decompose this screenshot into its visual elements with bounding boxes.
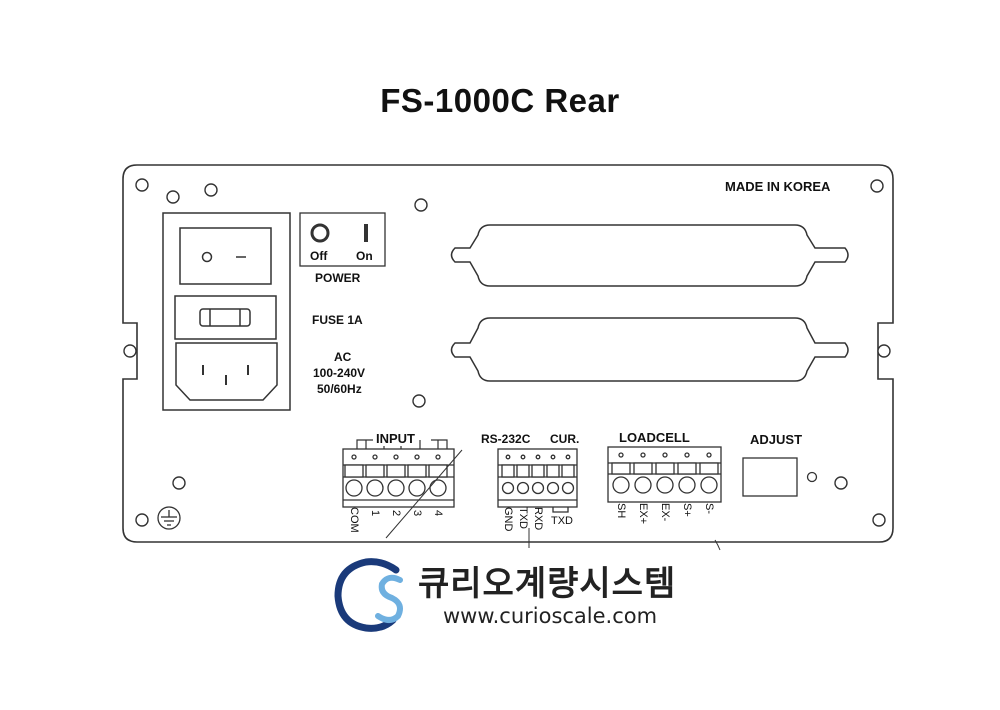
rs232c-pin-txd: TXD xyxy=(517,507,529,529)
fuse-label: FUSE 1A xyxy=(312,313,363,327)
ac-label: AC xyxy=(334,350,352,364)
input-terminal-block xyxy=(342,448,455,508)
adjust-label: ADJUST xyxy=(750,432,803,447)
dsub-connector-upper xyxy=(450,224,849,287)
loadcell-title: LOADCELL xyxy=(619,430,690,445)
power-off-label: Off xyxy=(310,249,328,263)
ac-voltage-label: 100-240V xyxy=(313,366,366,380)
page-title: FS-1000C Rear xyxy=(380,82,620,119)
screw-holes xyxy=(123,178,891,527)
cur-pin-txd: TXD xyxy=(551,515,573,527)
loadcell-pin-sh: SH xyxy=(615,503,627,519)
input-pin-2: 2 xyxy=(390,510,402,517)
input-pin-com: COM xyxy=(348,507,360,533)
brand-url: www.curioscale.com xyxy=(443,604,658,628)
power-title: POWER xyxy=(315,271,361,285)
made-in-label: MADE IN KOREA xyxy=(725,179,831,194)
ac-frequency-label: 50/60Hz xyxy=(317,382,362,396)
loadcell-terminal-block xyxy=(607,446,722,503)
adjust-potentiometer xyxy=(742,457,818,497)
rs232c-title: RS-232C xyxy=(481,432,531,446)
power-switch-box xyxy=(299,212,386,267)
cs-logo-icon xyxy=(334,558,403,632)
input-pin-4: 4 xyxy=(432,510,444,517)
loadcell-pin-sm: S- xyxy=(703,503,715,514)
cur-title: CUR. xyxy=(550,432,580,446)
rs232c-terminal-block xyxy=(497,448,578,513)
input-pin-1: 1 xyxy=(369,510,381,517)
rs232c-pin-rxd: RXD xyxy=(532,507,544,531)
loadcell-pin-exm: EX- xyxy=(659,503,671,522)
dsub-connector-lower xyxy=(450,317,849,382)
loadcell-pin-exp: EX+ xyxy=(637,503,649,525)
input-title: INPUT xyxy=(374,431,417,446)
rs232c-pin-gnd: GND xyxy=(502,507,514,532)
ac-inlet-module xyxy=(162,212,291,411)
loadcell-pin-sp: S+ xyxy=(681,503,693,517)
brand-name: 큐리오계량시스템 xyxy=(418,564,677,604)
ground-symbol-icon xyxy=(157,506,181,530)
power-on-label: On xyxy=(356,249,373,263)
input-pin-3: 3 xyxy=(411,510,423,517)
